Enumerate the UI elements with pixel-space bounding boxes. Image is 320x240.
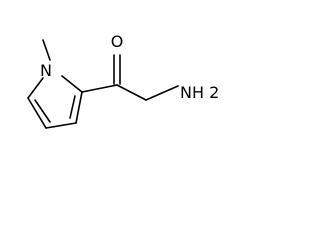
atom-label-amine: NH 2 [180,83,219,102]
bond-c5-c4 [27,97,47,129]
bond-c4-c3 [45,122,77,129]
bond-c5-c4-inner [34,99,51,123]
bond-c2-n [61,75,83,93]
atom-label-nitrogen: N [40,61,52,80]
bond-c3-c2-inner [69,95,76,119]
bond-c3-c2 [75,91,83,124]
molecule-structure: N O NH 2 [27,32,219,129]
bond-n-c5 [27,77,44,99]
atom-label-amine-main: NH [180,83,204,102]
bond-c2-carbonyl [81,84,118,93]
bond-carbonyl-ch2 [116,84,147,101]
atom-label-oxygen: O [111,32,124,51]
bond-methyl-n [42,39,51,61]
bond-ch2-nh2 [145,85,179,101]
atom-label-amine-subscript: 2 [209,83,219,102]
structure-canvas: N O NH 2 [0,0,257,147]
